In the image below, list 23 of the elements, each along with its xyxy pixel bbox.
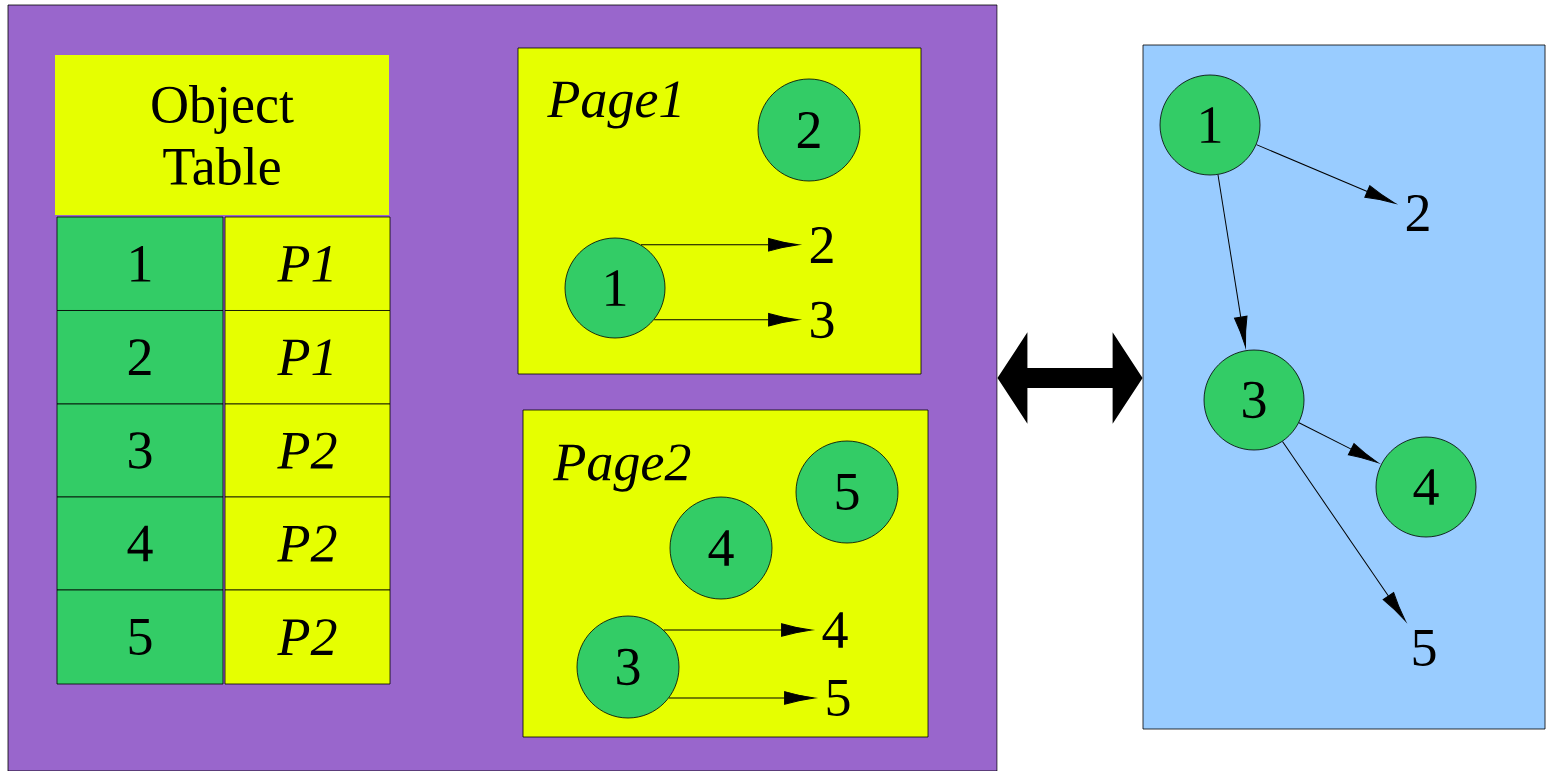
panel [1142, 44, 1546, 730]
number-label: 3 [811, 301, 834, 339]
arrow [663, 623, 812, 637]
table-cell: 3 [56, 403, 224, 498]
table-cell: P2 [224, 403, 391, 498]
number-label: 4 [822, 612, 848, 648]
table-cell: 1 [56, 216, 224, 311]
table-cell: P2 [224, 589, 391, 685]
number-label: 2 [810, 227, 833, 263]
number-label: 5 [827, 680, 850, 716]
arrow [1282, 441, 1406, 622]
table-cell: 4 [56, 496, 224, 591]
arrow [1217, 174, 1248, 348]
table-cell: 2 [56, 310, 224, 405]
arrow [640, 238, 799, 252]
arrow [1255, 144, 1396, 204]
table-cell: 5 [56, 589, 224, 685]
arrow [668, 691, 815, 705]
table-cell: P2 [224, 496, 391, 591]
table-cell: P1 [224, 216, 391, 311]
table-cell: P1 [224, 310, 391, 405]
number-label: 5 [1413, 630, 1436, 666]
number-label: 2 [1406, 195, 1429, 231]
